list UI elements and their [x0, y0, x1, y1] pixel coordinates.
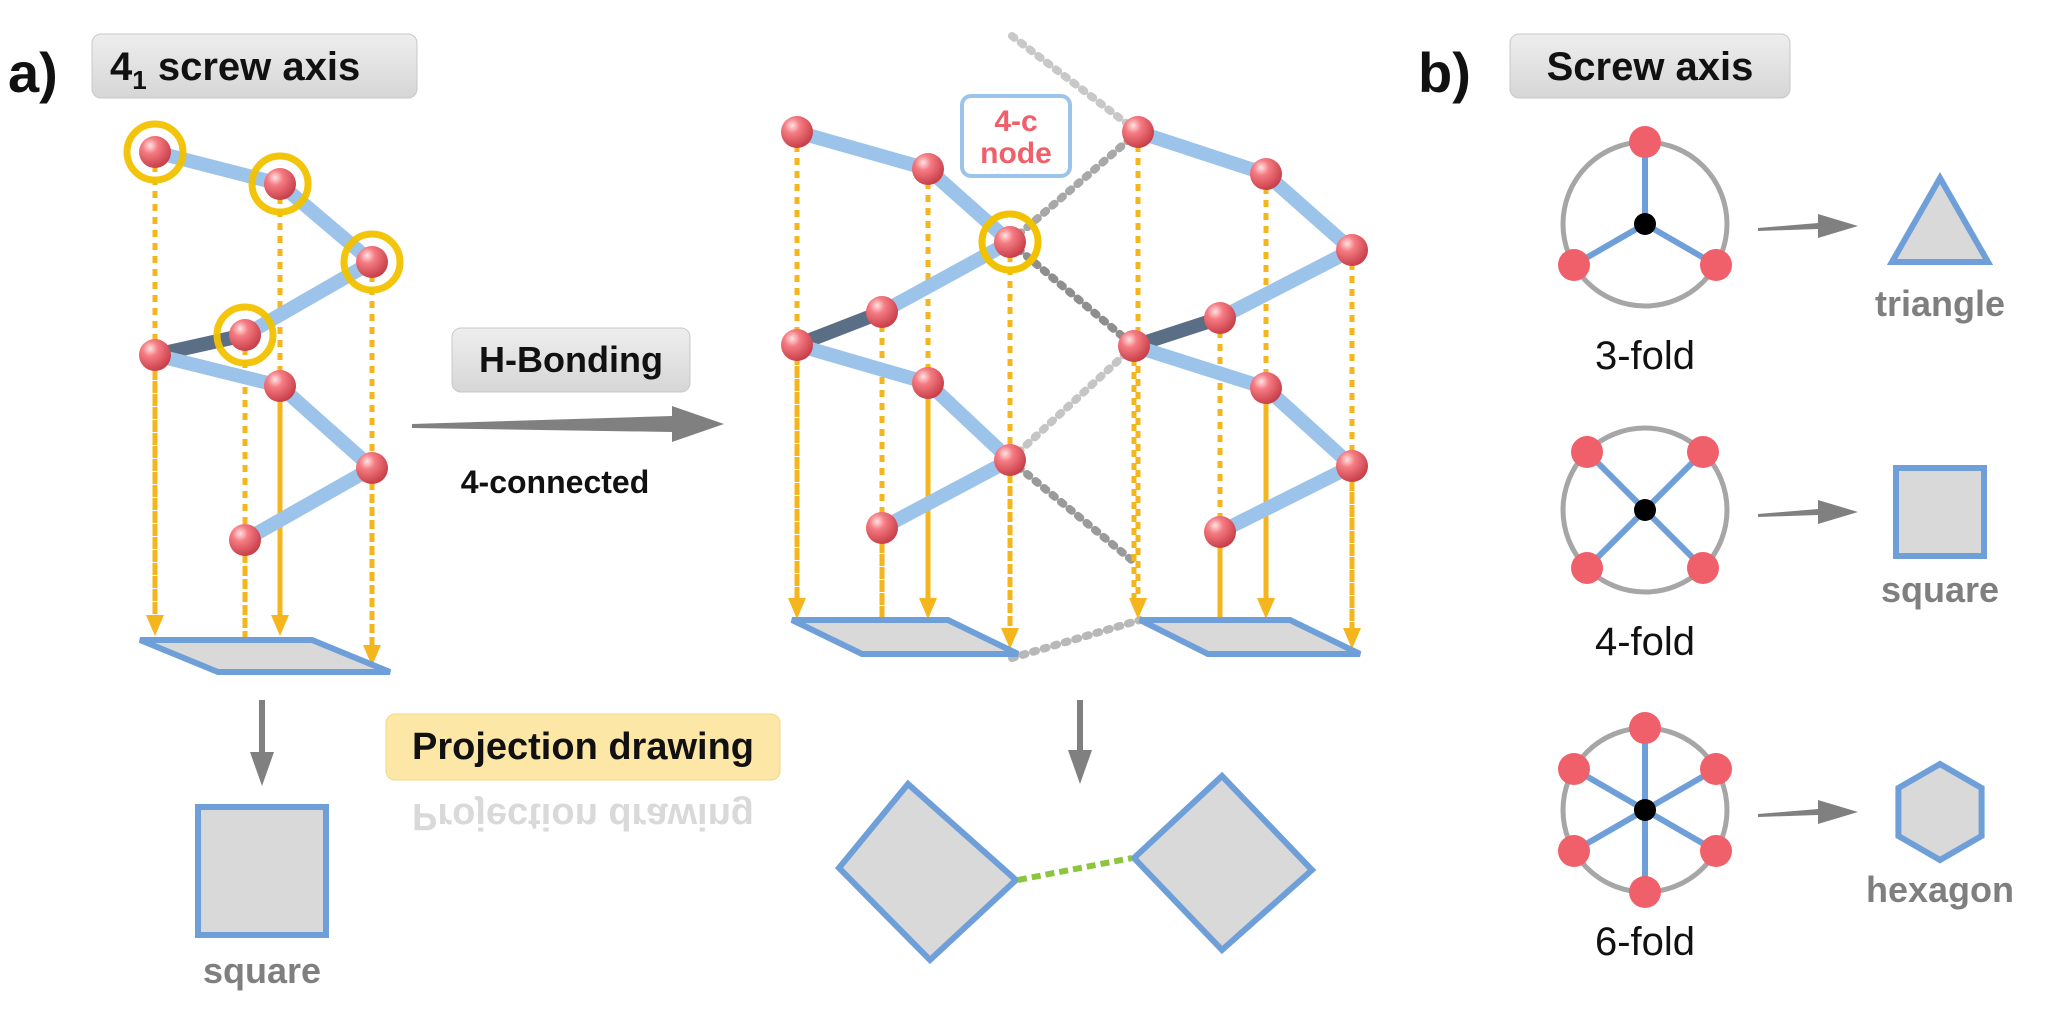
- fold-arrow: [1758, 500, 1858, 524]
- panel-a-label-group: a) 41 screw axis: [8, 33, 418, 104]
- pair-right-base: [1138, 617, 1362, 657]
- panel-b-title-box: [1509, 33, 1791, 99]
- fold-row-6: 6-fold hexagon: [1557, 712, 2014, 964]
- left-helix-atoms: [139, 136, 388, 556]
- panel-a-letter: a): [8, 41, 58, 104]
- pair-right-rods: [1127, 125, 1359, 539]
- projection-label: Projection drawing: [412, 726, 754, 768]
- fold-atom: [1700, 753, 1733, 785]
- fold-circle: [1560, 425, 1730, 595]
- fold-arrow: [1758, 214, 1858, 238]
- fold-atom: [1686, 436, 1719, 469]
- pair-left-projection-lines: [794, 132, 1013, 632]
- fold-atom: [1629, 876, 1661, 908]
- h-bonding-group: H-Bonding 4-connected: [412, 327, 724, 500]
- fold-atom: [1557, 835, 1590, 867]
- pair-right-atoms: [1118, 116, 1368, 548]
- fold-atom: [1557, 249, 1590, 281]
- fold-atom: [1700, 249, 1733, 281]
- four-c-node-label: 4-c node: [960, 94, 1072, 178]
- panel-b-letter: b): [1418, 41, 1471, 104]
- left-helix-rods: [148, 145, 379, 547]
- fold-center: [1634, 213, 1656, 235]
- fold-row-4: 4-fold square: [1560, 425, 1999, 664]
- left-helix: [123, 120, 404, 675]
- svg-text:4-c: 4-c: [994, 105, 1037, 138]
- projection-label-reflection: Projection drawing: [412, 795, 754, 837]
- pair-node-highlight-ring: [978, 210, 1042, 274]
- h-bonding-label: H-Bonding: [479, 339, 663, 380]
- fold-label: 3-fold: [1595, 334, 1695, 378]
- diamond-right: [1129, 771, 1317, 955]
- connected-helices: 4-c node: [781, 32, 1368, 662]
- panel-a-title-box: [91, 33, 418, 99]
- square-shape: [1893, 465, 1987, 559]
- fold-atom: [1571, 551, 1604, 584]
- pair-left-rods: [790, 125, 1017, 535]
- svg-text:node: node: [980, 137, 1052, 170]
- h-bonding-arrow: [412, 406, 724, 442]
- panel-b-header: b) Screw axis: [1418, 33, 1791, 104]
- pair-left-atoms: [781, 116, 1026, 544]
- fold-atom: [1686, 551, 1719, 584]
- fold-center: [1634, 799, 1656, 821]
- shape-label: square: [1881, 569, 1999, 610]
- fold-label: 6-fold: [1595, 920, 1695, 964]
- four-connected-label: 4-connected: [461, 464, 649, 500]
- diamond-left: [834, 779, 1021, 965]
- triangle-shape: [1886, 171, 1994, 265]
- shape-label: triangle: [1875, 283, 2005, 324]
- left-highlight-rings: [123, 120, 404, 367]
- fold-atom: [1571, 436, 1604, 469]
- fold-label: 4-fold: [1595, 620, 1695, 664]
- panel-a-title-subscript: 1: [132, 65, 146, 95]
- fold-arrow: [1758, 800, 1858, 824]
- left-base-parallelogram: [138, 637, 392, 675]
- hexagon-shape: [1895, 760, 1985, 864]
- pair-left-base: [790, 617, 1020, 657]
- panel-b-title: Screw axis: [1547, 45, 1754, 89]
- diamond-pair: [834, 771, 1317, 965]
- fold-atom: [1557, 753, 1590, 785]
- panel-b-rows: 3-fold triangle 4-fold square 6-fold hexagon: [1557, 126, 2014, 964]
- fold-atom: [1629, 712, 1661, 744]
- fold-center: [1634, 499, 1656, 521]
- panel-a-title: 41 screw axis: [110, 45, 360, 95]
- projection-label-group: Projection drawing Projection drawing: [385, 713, 781, 837]
- left-square-shape: [195, 804, 329, 938]
- left-down-arrow: [250, 700, 274, 786]
- fold-row-3: 3-fold triangle: [1557, 126, 2005, 378]
- projection-label-box: [385, 713, 781, 781]
- fold-atom: [1629, 126, 1661, 158]
- h-bonding-box: [451, 327, 691, 393]
- fold-atom: [1700, 835, 1733, 867]
- green-link: [1017, 855, 1133, 883]
- pair-down-arrow: [1068, 700, 1092, 784]
- left-square-label: square: [203, 950, 321, 991]
- shape-label: hexagon: [1866, 869, 2014, 910]
